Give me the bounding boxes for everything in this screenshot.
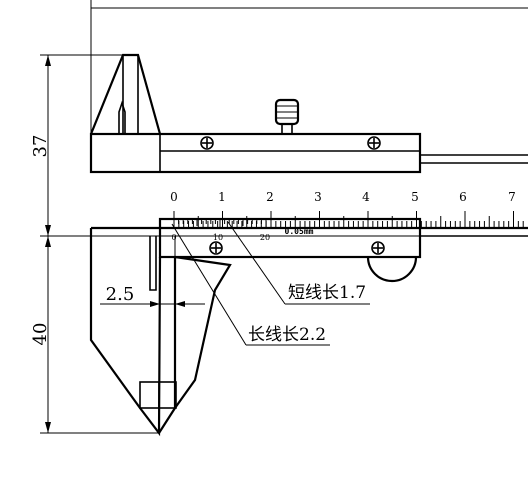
screw-icon [371,241,385,255]
vernier-label: 20 [260,233,270,242]
annotation-short-line: 短线长1.7 [288,283,366,303]
lock-knob-icon [274,98,300,135]
arrow-up-icon [45,55,51,66]
dimension-37: 37 [30,135,51,158]
vernier-label: 10 [213,233,223,242]
upper-jaw-slot [118,100,126,135]
dimension-2-5: 2.5 [106,284,135,305]
main-scale-label: 1 [218,190,226,204]
lower-moving-jaw-tip [158,257,177,434]
main-scale-label: 0 [170,190,178,204]
main-scale-label: 5 [411,190,419,204]
main-scale-labels: 0 1 2 3 4 5 6 7 [170,190,516,204]
vernier-label: 0 [171,233,176,242]
arrow-left-icon [175,301,185,307]
upper-jaw-inner [122,55,139,134]
arrow-down-icon [45,422,51,433]
main-scale-label: 2 [266,190,274,204]
arrow-right-icon [150,301,160,307]
main-scale-label: 4 [362,190,370,204]
arrow-down-icon [45,225,51,236]
screw-icon [209,241,223,255]
vernier-labels: 0 10 20 0.05mm [171,227,313,242]
leader-long [171,223,247,346]
screw-icon [200,136,214,150]
main-frame [89,132,422,174]
screw-icon [367,136,381,150]
lower-jaw-slot [149,236,157,291]
main-scale-label: 6 [459,190,467,204]
vernier-scale [173,219,267,229]
arrow-up-icon [45,236,51,247]
lower-moving-jaw [174,255,232,409]
vernier-precision-label: 0.05mm [285,227,314,236]
jaw-tip-block [139,381,177,409]
main-scale-label: 7 [508,190,516,204]
thumb-wheel-icon [366,256,418,283]
dimension-40: 40 [30,323,51,346]
leader-short [227,221,286,305]
main-scale-label: 3 [314,190,322,204]
annotation-long-line: 长线长2.2 [248,325,326,345]
upper-jaw-outline [89,53,162,135]
